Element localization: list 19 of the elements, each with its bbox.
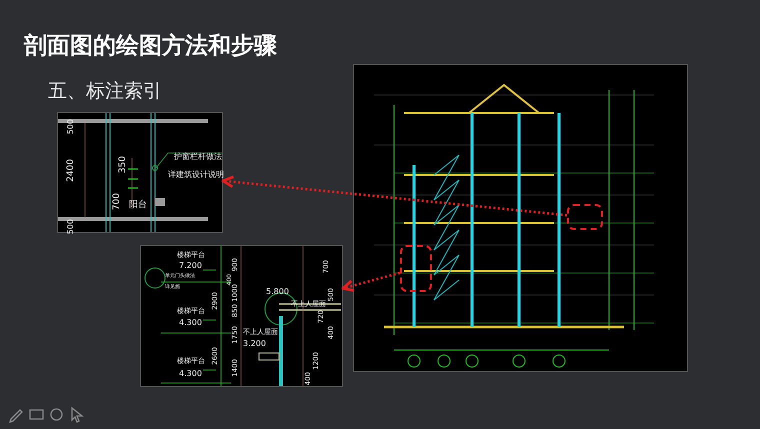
highlight-frame [400, 245, 432, 292]
elevation-text: 7.200 [179, 262, 202, 270]
dimension-text: 2400 [67, 159, 76, 182]
dotted-arrow [222, 175, 568, 216]
highlight-frame [567, 204, 603, 230]
note-text: 详建筑设计说明 [168, 171, 224, 179]
dimension-text: 500 [67, 219, 75, 234]
dimension-text: 700 [113, 193, 122, 210]
elevation-text: 4.300 [179, 319, 202, 327]
dimension-text: 350 [119, 156, 128, 174]
elevation-text: 3.200 [243, 340, 266, 348]
elevation-text: 5.800 [266, 288, 289, 296]
dotted-arrow [342, 272, 400, 292]
slide-title: 剖面图的绘图方法和步骤 [24, 32, 277, 61]
dimension-text: 500 [67, 119, 75, 134]
note-text: 护窗栏杆做法 [174, 153, 222, 161]
section-subtitle: 五、标注索引 [48, 79, 162, 104]
elevation-text: 4.300 [179, 370, 202, 378]
note-text: 阳台 [129, 201, 147, 210]
